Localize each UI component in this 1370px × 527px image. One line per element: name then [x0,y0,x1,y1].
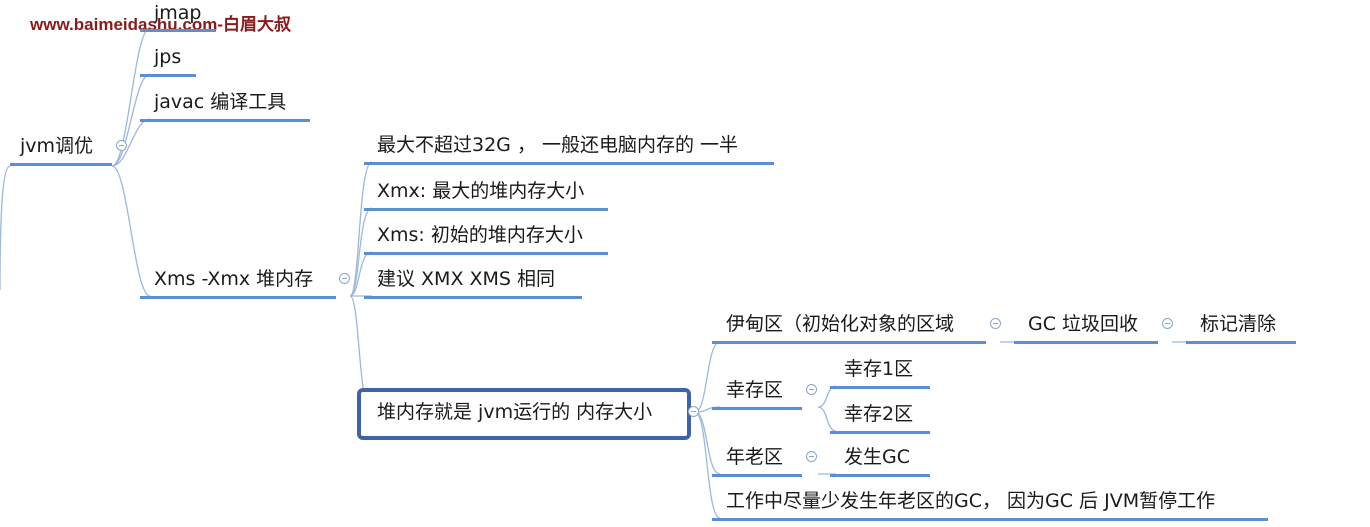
node-xmx-underline [364,208,608,211]
node-eden-underline [712,341,986,344]
node-survivor2-underline [830,431,930,434]
node-survivor2[interactable]: 幸存2区 [844,403,914,425]
node-old[interactable]: 年老区 [726,446,784,468]
watermark-text: www.baimeidashu.com-白眉大叔 [30,15,292,34]
node-old-underline [712,474,802,477]
root-node-label[interactable]: jvm调优 [20,135,94,157]
connector-survivor-s2 [817,406,837,432]
node-javac-underline [140,119,310,122]
connector-root-jps [111,73,151,167]
node-max-note[interactable]: 最大不超过32G ， 一般还电脑内存的 一半 [377,134,739,156]
node-same-underline [364,296,582,299]
connector-root-jmap [111,27,151,167]
collapse-definition-icon[interactable] [688,406,699,417]
node-tip[interactable]: 工作中尽量少发生年老区的GC， 因为GC 后 JVM暂停工作 [726,490,1216,512]
node-old-gc[interactable]: 发生GC [844,446,910,468]
node-heap[interactable]: Xms -Xmx 堆内存 [154,268,314,290]
node-mark-sweep-underline [1186,341,1296,344]
node-jmap[interactable]: jmap [154,2,202,24]
connector-def-tip [694,411,721,519]
node-heap-underline [140,296,336,299]
node-eden[interactable]: 伊甸区（初始化对象的区域 [726,313,955,335]
node-jps[interactable]: jps [154,46,182,68]
node-javac[interactable]: javac 编译工具 [154,91,287,113]
node-jmap-underline [140,29,216,32]
connector-heap-max [349,161,373,297]
collapse-eden-icon[interactable] [990,318,1001,329]
connector-root-in [0,165,11,291]
node-survivor1[interactable]: 幸存1区 [844,358,914,380]
node-max-note-underline [364,162,774,165]
connector-root-heap [111,165,151,297]
node-survivor-underline [712,407,802,410]
node-xms-underline [364,252,608,255]
node-gc[interactable]: GC 垃圾回收 [1028,313,1139,335]
connector-survivor-s1 [817,385,837,408]
node-old-gc-underline [830,474,930,477]
node-xmx[interactable]: Xmx: 最大的堆内存大小 [377,180,585,202]
node-same[interactable]: 建议 XMX XMS 相同 [377,268,556,290]
root-node-underline [10,163,112,166]
node-tip-underline [712,518,1268,521]
node-xms[interactable]: Xms: 初始的堆内存大小 [377,224,583,246]
collapse-gc-icon[interactable] [1162,318,1173,329]
collapse-survivor-icon[interactable] [806,384,817,395]
selected-node-frame[interactable] [357,388,691,440]
node-survivor[interactable]: 幸存区 [726,379,784,401]
node-mark-sweep[interactable]: 标记清除 [1200,313,1277,335]
node-definition[interactable]: 堆内存就是 jvm运行的 内存大小 [377,401,653,423]
node-survivor1-underline [830,386,930,389]
collapse-old-icon[interactable] [806,451,817,462]
collapse-heap-icon[interactable] [339,273,350,284]
collapse-root-icon[interactable] [116,140,127,151]
node-jps-underline [140,74,196,77]
node-gc-underline [1014,341,1158,344]
connector-def-eden [694,341,721,413]
